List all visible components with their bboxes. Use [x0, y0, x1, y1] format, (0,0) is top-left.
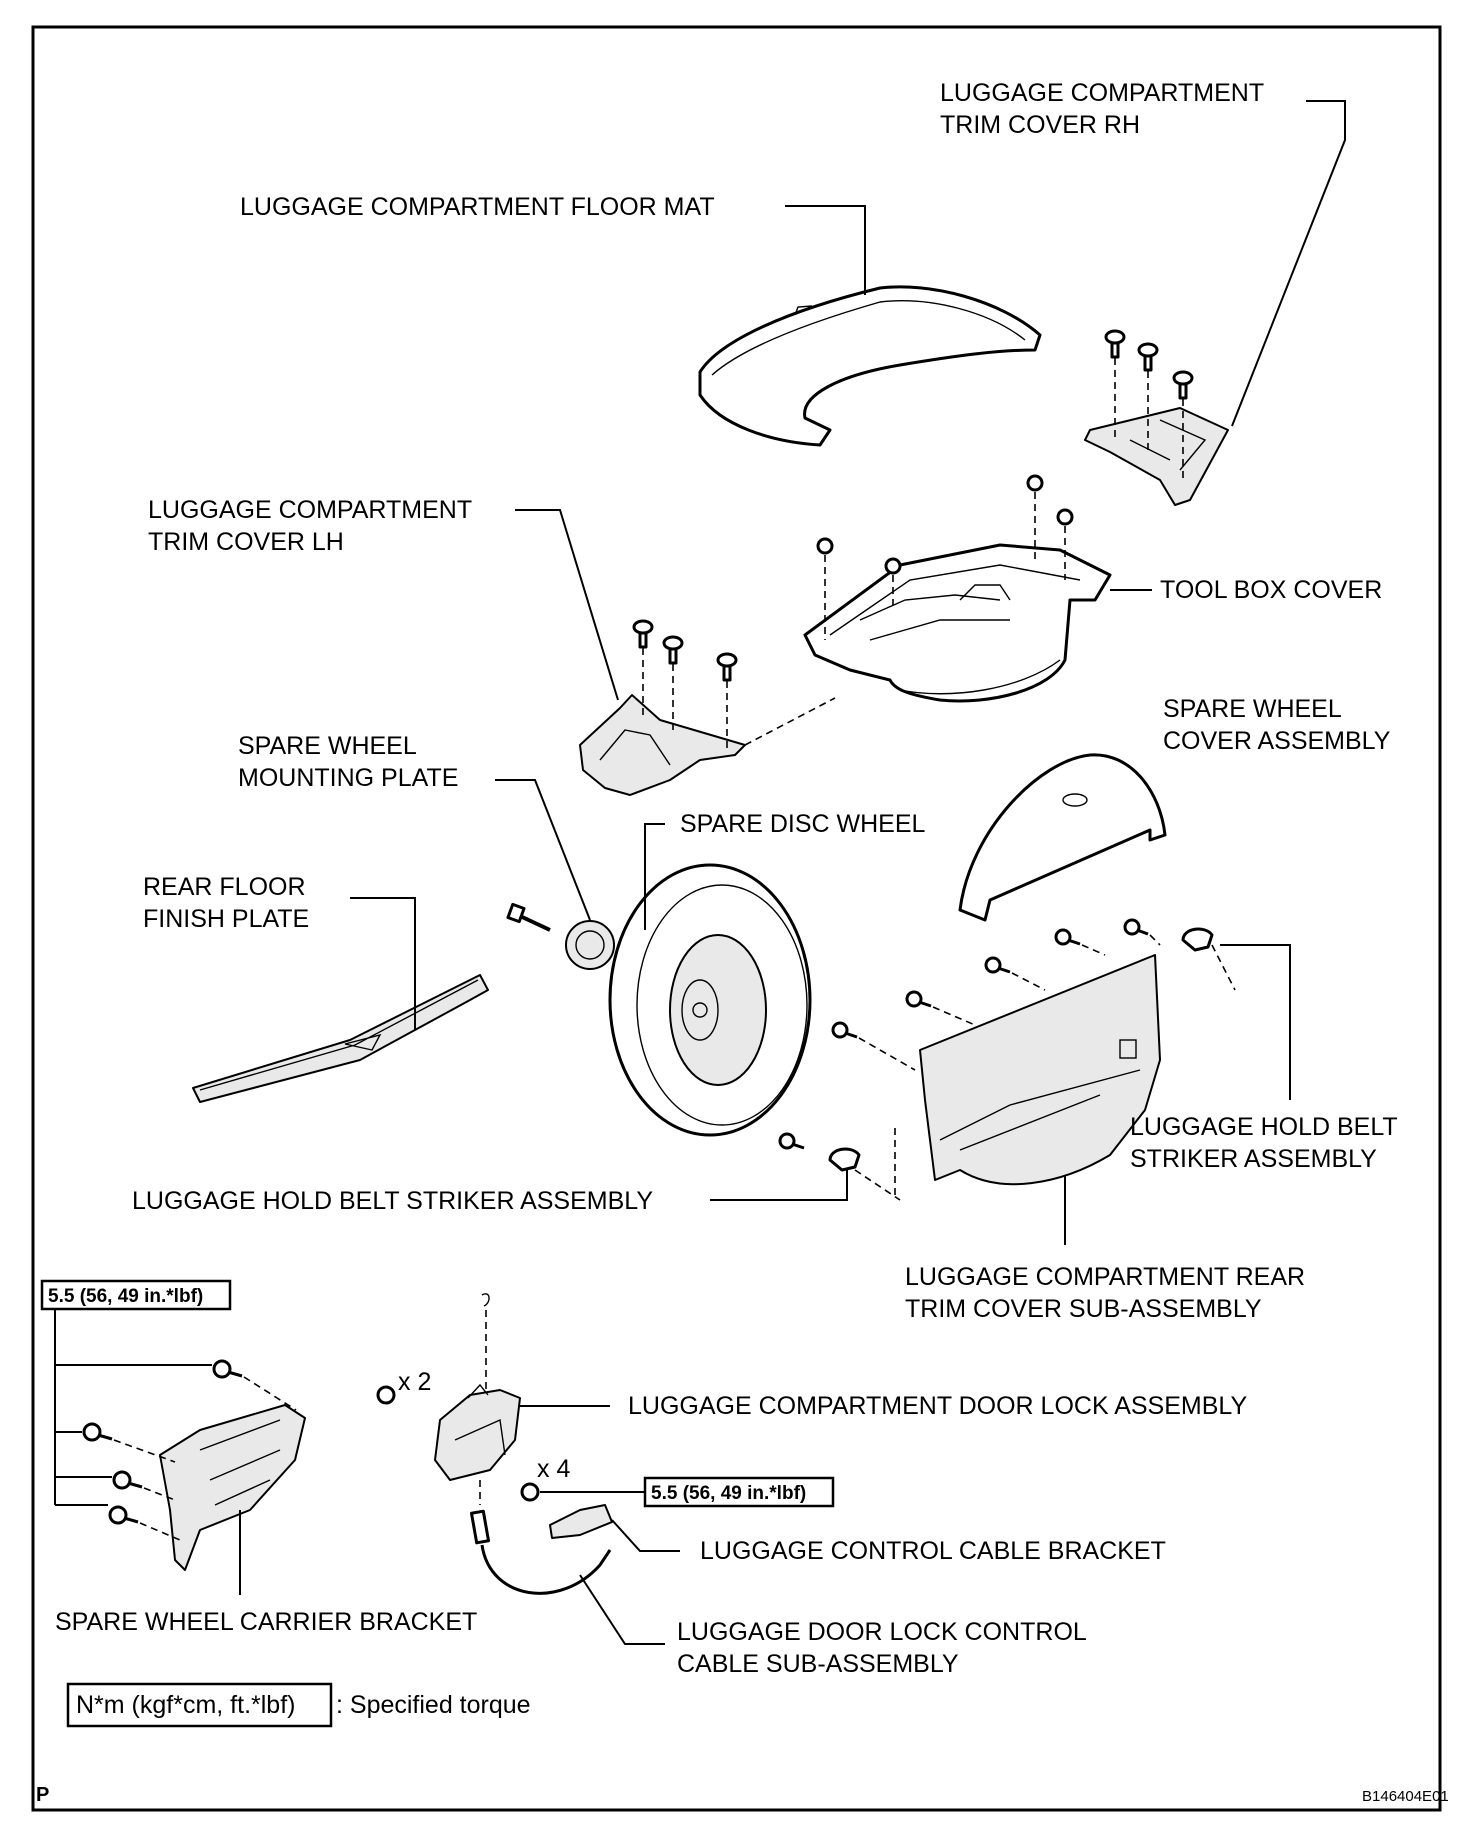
belt-striker-right-part [1181, 927, 1236, 991]
label-control-cable-line2: CABLE SUB-ASSEMBLY [677, 1650, 959, 1678]
quantity-bracket-nuts: x 4 [537, 1455, 570, 1483]
label-mounting-plate-line2: MOUNTING PLATE [238, 764, 458, 792]
trim-cover-rh-part [1084, 407, 1229, 506]
label-trim-cover-lh-line1: LUGGAGE COMPARTMENT [148, 496, 472, 524]
label-tool-box-cover: TOOL BOX COVER [1160, 576, 1382, 604]
label-spare-wheel-cover-line2: COVER ASSEMBLY [1163, 727, 1391, 755]
label-carrier-bracket: SPARE WHEEL CARRIER BRACKET [55, 1608, 477, 1636]
toolbox-nuts [816, 474, 1074, 640]
label-belt-striker-right-line1: LUGGAGE HOLD BELT [1130, 1113, 1398, 1141]
rear-trim-bolts [778, 918, 1161, 1150]
label-cable-bracket: LUGGAGE CONTROL CABLE BRACKET [700, 1537, 1166, 1565]
label-trim-cover-rh-line2: TRIM COVER RH [940, 111, 1140, 139]
torque-box-cable-bracket: 5.5 (56, 49 in.*lbf) [643, 1476, 835, 1508]
label-belt-striker-right-line2: STRIKER ASSEMBLY [1130, 1145, 1377, 1173]
control-cable-part [469, 1509, 612, 1595]
spare-disc-wheel-part [608, 863, 812, 1137]
torque-legend: N*m (kgf*cm, ft.*lbf) : Specified torque [66, 1682, 531, 1728]
cable-bracket-part [520, 1482, 613, 1539]
tool-box-cover-part [803, 543, 1112, 703]
rear-floor-finish-plate-part [192, 974, 489, 1103]
label-spare-disc-wheel: SPARE DISC WHEEL [680, 810, 926, 838]
carrier-bracket-part [82, 1359, 306, 1571]
label-spare-wheel-cover-line1: SPARE WHEEL [1163, 695, 1342, 723]
label-rear-trim-line1: LUGGAGE COMPARTMENT REAR [905, 1263, 1305, 1291]
torque-value-cable-bracket: 5.5 (56, 49 in.*lbf) [651, 1483, 806, 1504]
legend-text: : Specified torque [336, 1691, 531, 1719]
label-rear-trim-line2: TRIM COVER SUB-ASSEMBLY [905, 1295, 1262, 1323]
quantity-lock-nuts: x 2 [398, 1368, 431, 1396]
label-trim-cover-rh-line1: LUGGAGE COMPARTMENT [940, 79, 1264, 107]
leader-lines [54, 100, 1346, 1645]
label-trim-cover-lh-line2: TRIM COVER LH [148, 528, 344, 556]
torque-value-carrier-bracket: 5.5 (56, 49 in.*lbf) [48, 1286, 203, 1307]
mounting-plate-part [506, 902, 615, 970]
legend-unit-box: N*m (kgf*cm, ft.*lbf) [76, 1691, 295, 1719]
label-belt-striker-left: LUGGAGE HOLD BELT STRIKER ASSEMBLY [132, 1187, 653, 1215]
belt-striker-left-part [828, 1128, 901, 1201]
label-control-cable-line1: LUGGAGE DOOR LOCK CONTROL [677, 1618, 1087, 1646]
corner-mark-right: B146404E01 [1362, 1788, 1449, 1805]
label-floor-mat: LUGGAGE COMPARTMENT FLOOR MAT [240, 193, 715, 221]
label-rear-floor-line1: REAR FLOOR [143, 873, 306, 901]
rear-trim-cover-part [919, 954, 1161, 1186]
floor-mat-part [698, 285, 1042, 447]
spare-wheel-cover-part [958, 753, 1167, 922]
diagram-frame [31, 25, 1442, 1812]
label-mounting-plate-line1: SPARE WHEEL [238, 732, 417, 760]
label-rear-floor-line2: FINISH PLATE [143, 905, 309, 933]
corner-mark-left: P [36, 1784, 49, 1806]
door-lock-part [376, 1293, 521, 1505]
torque-box-carrier-bracket: 5.5 (56, 49 in.*lbf) [40, 1279, 232, 1311]
label-door-lock: LUGGAGE COMPARTMENT DOOR LOCK ASSEMBLY [628, 1392, 1247, 1420]
rh-clips [1104, 329, 1194, 480]
lh-clips [632, 619, 836, 748]
trim-cover-lh-part [579, 694, 746, 796]
